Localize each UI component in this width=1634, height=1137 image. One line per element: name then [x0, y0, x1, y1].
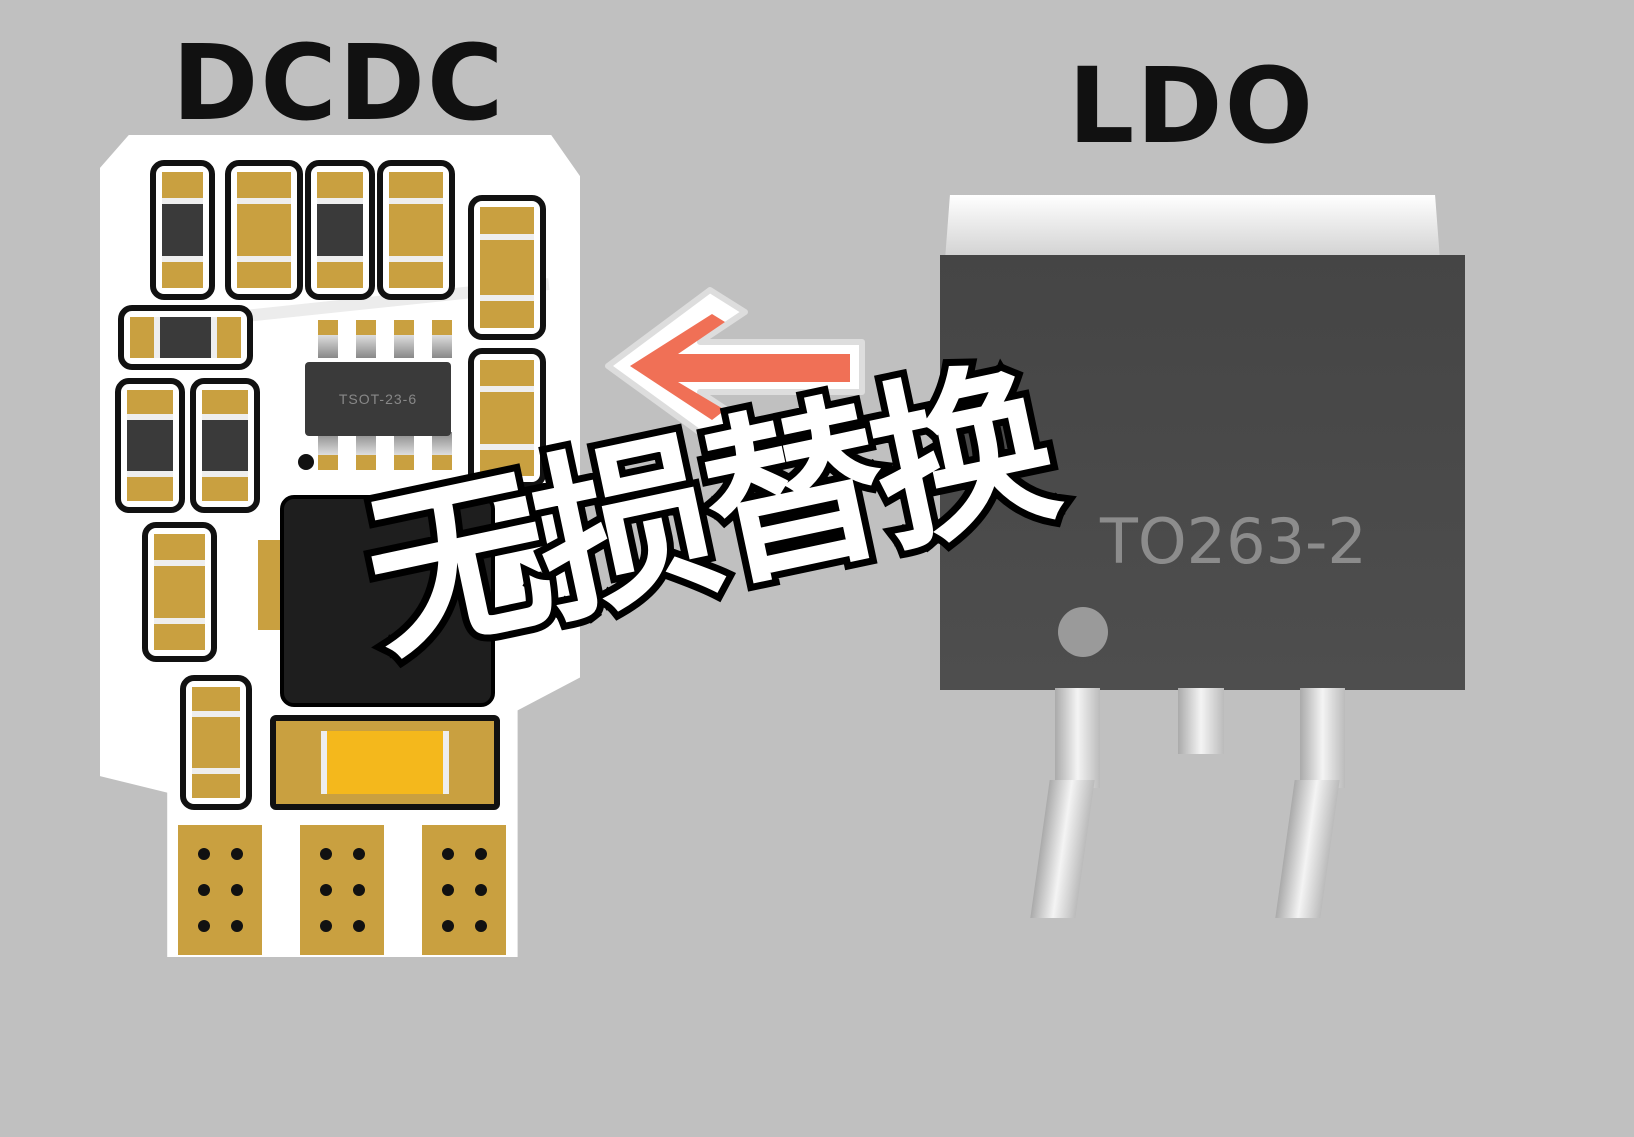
inductor-pad	[258, 540, 280, 630]
pad-block	[422, 825, 506, 955]
dcdc-label: DCDC	[172, 22, 506, 144]
capacitor	[377, 160, 455, 300]
inductor	[280, 495, 495, 707]
ldo-left-lead-foot	[1030, 780, 1095, 918]
ldo-marking: TO263-2	[1100, 505, 1367, 578]
ldo-label: LDO	[1068, 45, 1316, 167]
chip-marking: TSOT-23-6	[338, 391, 418, 407]
capacitor	[225, 160, 303, 300]
output-pads	[178, 825, 506, 955]
tsot-chip: TSOT-23-6	[305, 362, 451, 436]
pad-block	[178, 825, 262, 955]
resistor	[305, 160, 375, 300]
ic-top-pins	[318, 320, 452, 358]
capacitor	[468, 348, 546, 488]
ldo-left-lead	[1055, 688, 1100, 788]
bulk-capacitor	[270, 715, 500, 810]
pad-block	[300, 825, 384, 955]
pin1-dot	[298, 454, 314, 470]
capacitor	[468, 195, 546, 340]
resistor	[190, 378, 260, 513]
ldo-middle-lead	[1178, 688, 1224, 754]
capacitor	[180, 675, 252, 810]
left-arrow-icon	[605, 287, 865, 443]
resistor	[115, 378, 185, 513]
capacitor	[142, 522, 217, 662]
resistor	[150, 160, 215, 300]
ldo-right-lead	[1300, 688, 1345, 788]
resistor	[118, 305, 253, 370]
ldo-right-lead-foot	[1275, 780, 1340, 918]
pin1-dot	[1058, 607, 1108, 657]
ldo-package-body	[940, 255, 1465, 690]
ldo-heatsink-tab	[945, 195, 1440, 260]
